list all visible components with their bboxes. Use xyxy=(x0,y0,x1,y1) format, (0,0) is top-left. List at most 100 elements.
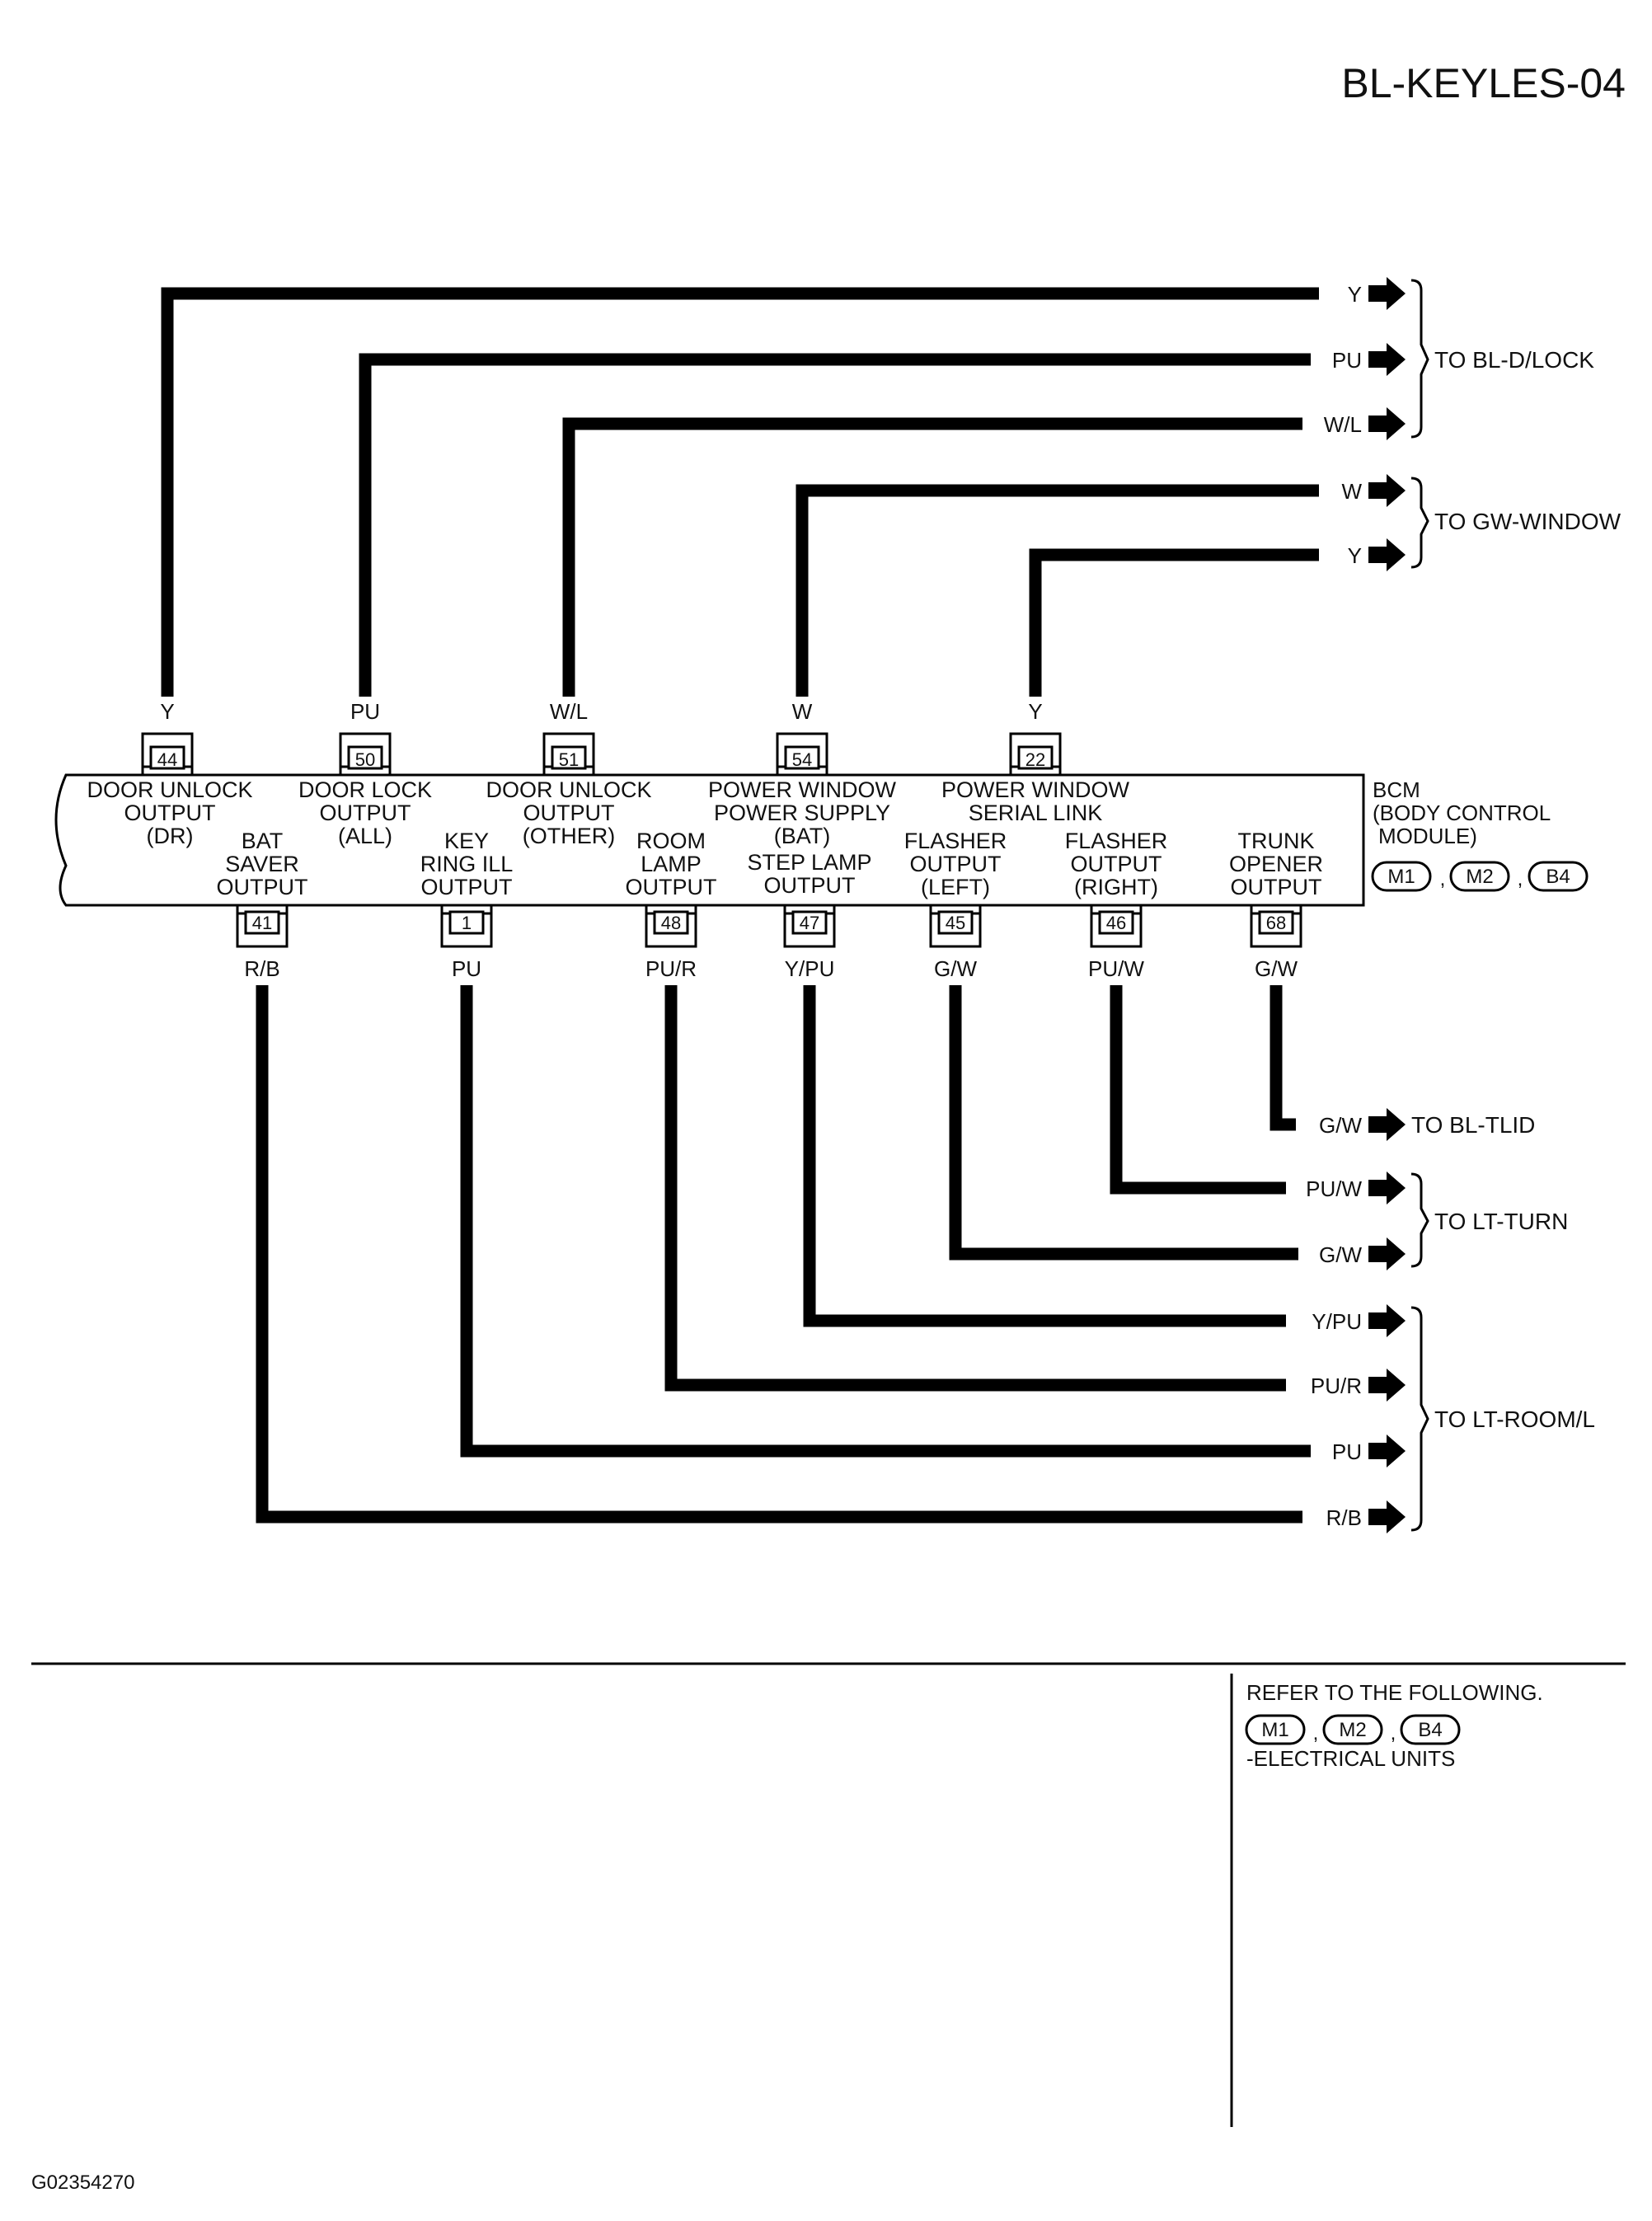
terminal-label: FLASHER xyxy=(1065,829,1168,853)
wire-color-label: Y/PU xyxy=(785,956,835,981)
destination-label: TO LT-ROOM/L xyxy=(1434,1406,1595,1432)
terminal-label: (RIGHT) xyxy=(1074,875,1158,899)
terminal-label: OUTPUT xyxy=(1231,875,1322,899)
terminal-label: BAT xyxy=(242,829,284,853)
wire-pin1-pu xyxy=(460,985,1368,1458)
wire-end-label: R/B xyxy=(1326,1505,1362,1530)
terminal-label: POWER SUPPLY xyxy=(714,801,890,825)
module-name: BCM xyxy=(1373,777,1420,802)
destination-label: TO GW-WINDOW xyxy=(1434,509,1621,534)
wire-color-label: W xyxy=(792,699,813,724)
right-arrow-icon xyxy=(1368,1304,1406,1337)
top-connector-22: 22 xyxy=(1009,732,1062,775)
top-connector-54: 54 xyxy=(776,732,828,775)
connector-badge-text: B4 xyxy=(1546,866,1570,888)
wire-end-label: W/L xyxy=(1324,412,1362,437)
right-arrow-icon xyxy=(1368,1369,1406,1402)
pin-number: 50 xyxy=(355,749,375,770)
bottom-connector-48: 48 xyxy=(645,905,697,948)
wire-color-label: PU/R xyxy=(645,956,697,981)
right-arrow-icon xyxy=(1368,1434,1406,1467)
wire-pin48-pur xyxy=(664,985,1368,1392)
terminal-label: OUTPUT xyxy=(320,801,411,825)
connector-badge-text: M2 xyxy=(1466,866,1493,888)
bottom-connector-47: 47 xyxy=(783,905,836,948)
bcm-module-label: BCM (BODY CONTROL MODULE) M1 , M2 , B4 xyxy=(1371,777,1589,892)
terminal-label: TRUNK xyxy=(1238,829,1315,853)
wire-end-label: PU/R xyxy=(1311,1373,1362,1398)
terminal-label: OUTPUT xyxy=(764,873,856,898)
terminal-label: POWER WINDOW xyxy=(941,777,1129,802)
wire-color-label: PU xyxy=(452,956,481,981)
pin-number: 48 xyxy=(661,913,681,933)
terminal-label: SERIAL LINK xyxy=(969,801,1103,825)
wire-pin22-y xyxy=(1029,548,1368,697)
connector-badge-m2 xyxy=(1449,861,1510,892)
wires xyxy=(161,287,1368,1524)
wire-color-label: R/B xyxy=(244,956,279,981)
module-description: (BODY CONTROL xyxy=(1373,801,1551,825)
terminal-label: DOOR UNLOCK xyxy=(87,777,252,802)
destination-label: TO LT-TURN xyxy=(1434,1209,1568,1234)
terminal-label: (DR) xyxy=(147,824,194,848)
page-title: BL-KEYLES-04 xyxy=(1341,60,1626,106)
destination-label: TO BL-TLID xyxy=(1411,1112,1535,1138)
reference-note: REFER TO THE FOLLOWING. M1 , M2 , B4 -EL… xyxy=(1245,1680,1543,1771)
top-connector-50: 50 xyxy=(339,732,392,775)
svg-text:,: , xyxy=(1313,1722,1319,1744)
right-arrow-icon xyxy=(1368,407,1406,440)
terminal-label: OUTPUT xyxy=(421,875,513,899)
pin-number: 41 xyxy=(252,913,272,933)
wire-end-label: W xyxy=(1341,479,1362,504)
pin-number: 45 xyxy=(946,913,965,933)
wire-endpoints: Y PU W/L W Y G/W PU/W G/W Y/PU PU/R xyxy=(1286,277,1406,1533)
wire-color-label: PU/W xyxy=(1088,956,1144,981)
connector-badge-text: M2 xyxy=(1339,1719,1366,1741)
terminal-label: OUTPUT xyxy=(1071,852,1162,876)
terminal-label: KEY xyxy=(444,829,489,853)
bottom-connector-45: 45 xyxy=(929,905,982,948)
terminal-label: (OTHER) xyxy=(523,824,615,848)
wire-end-label: PU xyxy=(1332,348,1362,373)
wire-pin68-gw xyxy=(1270,985,1296,1131)
bottom-wire-colors: R/B PU PU/R Y/PU G/W PU/W G/W xyxy=(233,952,1305,984)
brace-lt-room xyxy=(1410,1306,1429,1532)
wire-end-label: PU/W xyxy=(1306,1176,1362,1201)
bottom-connector-1: 1 xyxy=(440,905,493,948)
terminal-label: OUTPUT xyxy=(910,852,1002,876)
right-arrow-icon xyxy=(1368,277,1406,310)
pin-number: 46 xyxy=(1106,913,1126,933)
terminal-label: (LEFT) xyxy=(921,875,990,899)
destination-groups xyxy=(1410,279,1429,1532)
terminal-label: (ALL) xyxy=(338,824,392,848)
wire-pin51-wl xyxy=(562,417,1368,697)
terminal-label: FLASHER xyxy=(904,829,1007,853)
terminal-label: RING ILL xyxy=(420,852,514,876)
top-connector-51: 51 xyxy=(542,732,595,775)
wire-end-label: G/W xyxy=(1319,1113,1362,1138)
wire-pin44-y xyxy=(161,287,1368,697)
terminal-label: OPENER xyxy=(1229,852,1323,876)
figure-id: G02354270 xyxy=(31,2172,134,2194)
svg-text:,: , xyxy=(1518,868,1523,890)
right-arrow-icon xyxy=(1368,343,1406,376)
wire-pin45-gw xyxy=(949,985,1368,1261)
wire-end-label: Y/PU xyxy=(1312,1309,1362,1334)
bottom-connector-68: 68 xyxy=(1250,905,1302,948)
terminal-label: LAMP xyxy=(641,852,702,876)
connector-badge-text: M1 xyxy=(1387,866,1415,888)
connector-badge-text: B4 xyxy=(1418,1719,1442,1741)
pin-number: 68 xyxy=(1266,913,1286,933)
wire-pin46-puw xyxy=(1110,985,1368,1195)
wire-end-label: Y xyxy=(1348,543,1362,568)
terminal-label: OUTPUT xyxy=(523,801,615,825)
wire-color-label: W/L xyxy=(550,699,588,724)
brace-gw-window xyxy=(1410,477,1429,569)
terminal-labels: DOOR UNLOCK OUTPUT (DR) DOOR LOCK OUTPUT… xyxy=(87,777,1323,899)
wire-end-label: PU xyxy=(1332,1439,1362,1464)
pin-number: 1 xyxy=(462,913,472,933)
right-arrow-icon xyxy=(1368,538,1406,571)
connector-badge-m2 xyxy=(1322,1714,1383,1745)
destination-label: TO BL-D/LOCK xyxy=(1434,347,1594,373)
